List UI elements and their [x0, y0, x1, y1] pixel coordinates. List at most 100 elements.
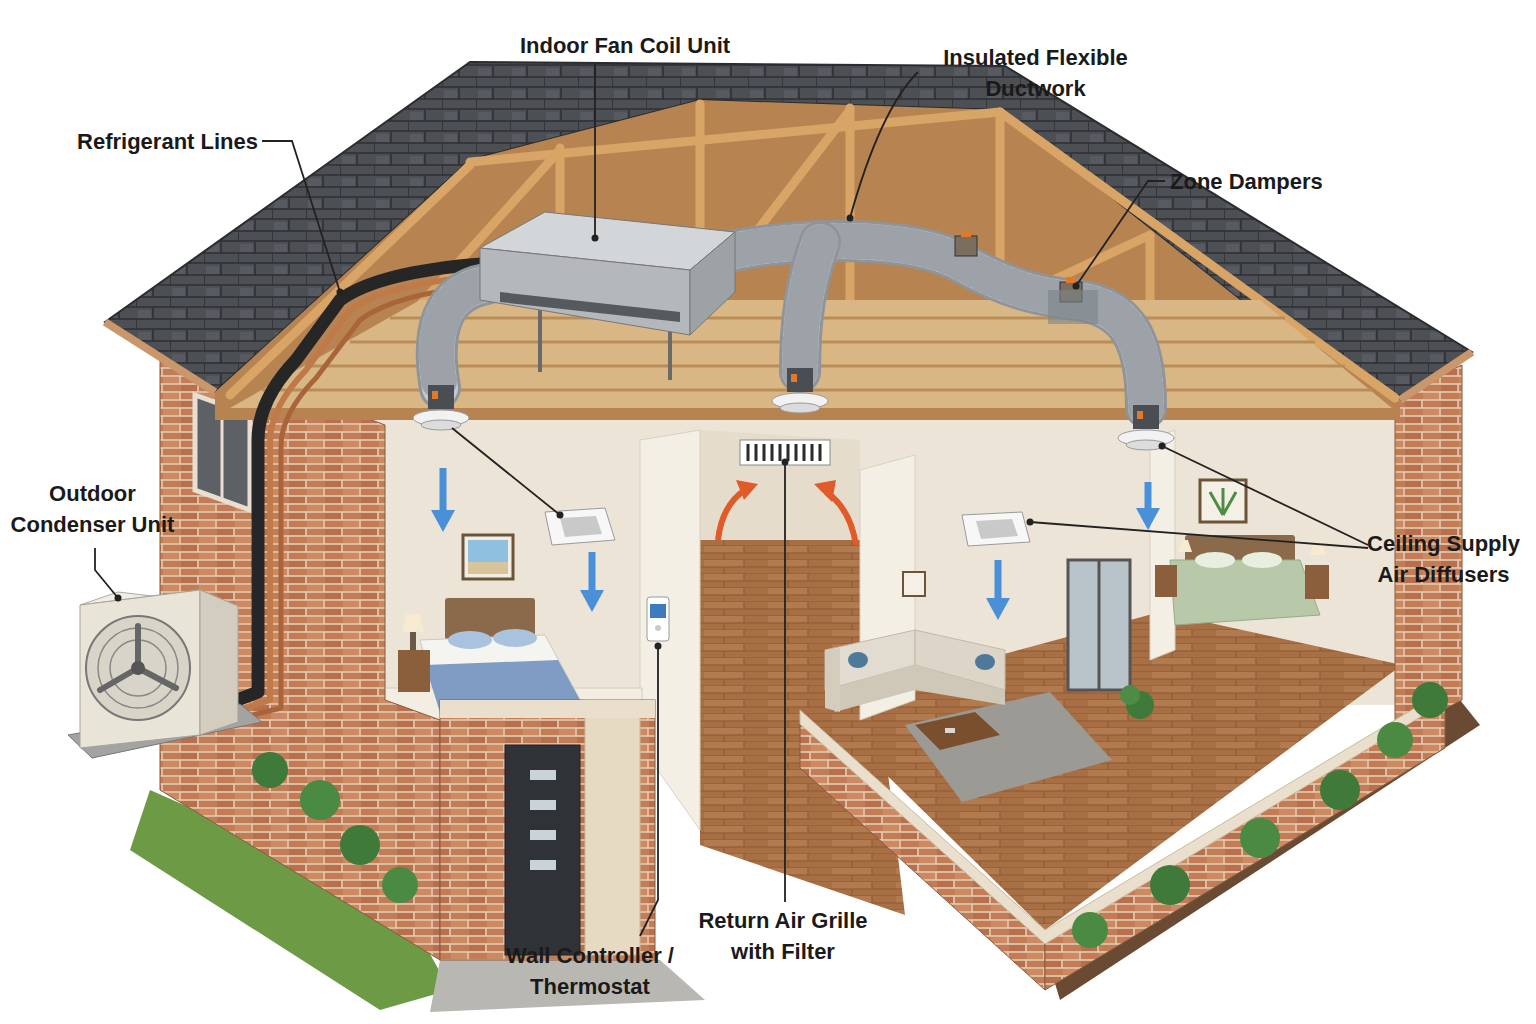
right-bedroom-furniture: [1242, 552, 1282, 568]
left-bedroom-furniture: [402, 614, 424, 632]
flexible-ductwork: [690, 241, 1146, 408]
left-bedroom-furniture: [463, 535, 513, 579]
shrubs: [1240, 818, 1280, 858]
flexible-ductwork: [437, 284, 486, 388]
zone-dampers: [955, 236, 977, 256]
ceiling-diffusers: [1137, 411, 1143, 419]
leader-lines: [640, 646, 658, 936]
ceiling-diffusers: [413, 368, 1174, 546]
airflow-arrows: [995, 560, 1002, 600]
shrubs: [1377, 722, 1413, 758]
flexible-ductwork: [690, 241, 1146, 408]
ceiling-diffusers: [432, 391, 438, 399]
shrubs: [1072, 912, 1108, 948]
leader-lines: [594, 64, 596, 238]
leader-lines: [784, 462, 786, 902]
right-bedroom-furniture: [1210, 488, 1236, 515]
left-brick-facade: [160, 340, 440, 960]
entrance-block: [530, 830, 556, 840]
left-bedroom-furniture: [398, 535, 580, 712]
living-room-furniture: [825, 665, 1005, 712]
outdoor-condenser-unit: [86, 616, 190, 720]
living-room-furniture: [1068, 560, 1130, 690]
outdoor-condenser-unit: [80, 590, 200, 748]
ground-and-garden: [1045, 700, 1480, 1000]
ceiling-diffusers: [787, 368, 813, 392]
attic-trusses: [1146, 235, 1155, 305]
leader-dots: [655, 643, 662, 650]
leader-lines: [262, 141, 340, 292]
ceiling-diffusers: [962, 512, 1030, 546]
attic-trusses: [390, 317, 1285, 320]
airflow-arrows: [814, 480, 836, 502]
left-bedroom-furniture: [468, 540, 508, 562]
ceiling-diffusers: [1126, 440, 1166, 450]
right-bedroom-furniture: [1178, 540, 1192, 552]
indoor-fan-coil-unit: [668, 325, 672, 380]
right-bedroom-furniture: [1195, 552, 1235, 568]
left-bedroom-furniture: [468, 562, 508, 574]
left-brick-facade: [160, 340, 440, 960]
entrance-block: [530, 860, 556, 870]
outdoor-condenser-unit: [200, 590, 238, 735]
outdoor-condenser-unit: [131, 661, 145, 675]
right-brick-walls: [800, 722, 1045, 990]
leader-lines: [1162, 446, 1368, 545]
callout-label: Outdoor Condenser Unit: [5, 478, 180, 540]
airflow-arrows: [589, 552, 596, 592]
airflow-arrows: [431, 510, 455, 532]
thermostat: [655, 625, 661, 631]
leader-lines: [1030, 522, 1368, 548]
left-bedroom-furniture: [493, 629, 537, 647]
return-air-grille: [748, 444, 820, 461]
callout-label: Zone Dampers: [1170, 166, 1390, 197]
callout-label: Return Air Grille with Filter: [683, 905, 883, 967]
airflow-arrows: [580, 590, 604, 612]
roof: [1400, 352, 1472, 400]
callout-label: Ceiling Supply Air Diffusers: [1356, 528, 1531, 590]
right-bedroom-furniture: [1305, 565, 1329, 599]
outdoor-condenser-unit: [100, 626, 176, 690]
living-room-furniture: [825, 648, 840, 712]
living-room-furniture: [1120, 685, 1140, 705]
entrance-block: [530, 770, 556, 780]
zone-dampers: [961, 231, 971, 237]
shrubs: [300, 780, 340, 820]
airflow-arrows: [718, 490, 745, 540]
ceiling-diffusers: [1133, 405, 1159, 429]
right-brick-walls: [800, 365, 1462, 990]
leader-lines: [95, 64, 1368, 936]
attic-trusses: [470, 112, 1000, 162]
indoor-fan-coil-unit: [480, 248, 690, 335]
leader-dots: [115, 595, 122, 602]
living-room-furniture: [848, 652, 868, 668]
return-air-grille: [740, 440, 830, 465]
ceiling-diffusers: [976, 519, 1018, 539]
entrance-block: [585, 700, 640, 955]
leader-dots: [1159, 443, 1166, 450]
left-bedroom-furniture: [398, 650, 430, 692]
leader-dots: [782, 459, 789, 466]
flexible-ductwork: [437, 241, 1146, 408]
indoor-fan-coil-unit: [690, 232, 735, 335]
thermostat: [647, 597, 669, 641]
attic-trusses: [350, 341, 1315, 344]
zone-dampers: [955, 231, 1098, 324]
leader-dots: [115, 215, 1166, 650]
airflow-arrows: [431, 468, 1160, 620]
flexible-ductwork: [690, 241, 1146, 408]
leader-dots: [847, 215, 854, 222]
leader-dots: [337, 289, 344, 296]
entrance-block: [440, 700, 655, 718]
ceiling-diffusers: [421, 420, 461, 430]
callout-label: Wall Controller / Thermostat: [490, 940, 690, 1002]
living-room-furniture: [975, 654, 995, 670]
flexible-ductwork: [800, 242, 820, 372]
right-bedroom-furniture: [1170, 560, 1320, 625]
left-bedroom-furniture: [448, 631, 492, 649]
entrance-block: [440, 700, 655, 960]
indoor-fan-coil-unit: [500, 292, 680, 322]
right-bedroom-furniture: [1155, 480, 1329, 625]
entrance-block: [440, 700, 655, 960]
